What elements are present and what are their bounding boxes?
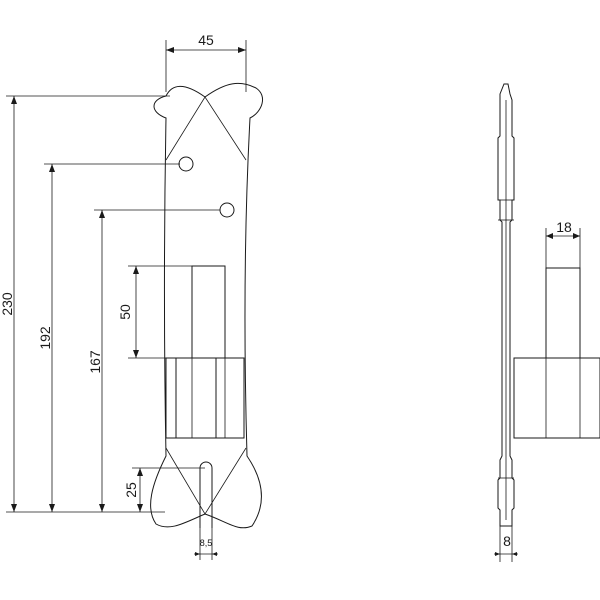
- dim-label-85: 8,5: [200, 538, 213, 548]
- arrow-45-left: [166, 47, 174, 53]
- side-upper-block: [545, 267, 581, 359]
- arrow-85-right: [212, 552, 217, 556]
- arrow-167-bottom: [99, 504, 105, 512]
- dim-label-230: 230: [0, 292, 15, 316]
- arrow-25-top: [137, 468, 143, 476]
- dim-label-8: 8: [503, 533, 511, 549]
- upper-rectangle: [191, 265, 226, 359]
- top-v-line: [165, 96, 247, 161]
- lower-block-inner: [175, 357, 217, 439]
- plate-outline: [150, 82, 264, 529]
- arrow-230-bottom: [11, 504, 17, 512]
- arrow-50-top: [133, 266, 139, 274]
- arrow-85-left: [195, 552, 200, 556]
- lower-slot: [199, 461, 213, 528]
- arrow-18-left: [546, 233, 553, 239]
- arrow-230-top: [11, 96, 17, 104]
- upper-hole: [178, 156, 194, 172]
- arrow-192-top: [49, 164, 55, 172]
- dim-label-50: 50: [117, 304, 133, 320]
- dim-label-167: 167: [87, 350, 103, 374]
- lower-block-outer: [165, 357, 245, 439]
- dim-label-45: 45: [198, 32, 214, 48]
- side-view: 18 8: [494, 83, 600, 562]
- arrow-8-left: [495, 552, 500, 556]
- dim-label-192: 192: [37, 326, 53, 350]
- bottom-v-line: [165, 447, 247, 515]
- middle-hole: [219, 202, 235, 218]
- front-view: 45 230 192 167 50 25: [0, 32, 264, 560]
- arrow-45-right: [238, 47, 246, 53]
- arrow-18-right: [573, 233, 580, 239]
- arrow-25-bottom: [137, 504, 143, 512]
- arrow-167-top: [99, 210, 105, 218]
- side-lower-block: [513, 357, 600, 439]
- arrow-50-bottom: [133, 350, 139, 358]
- arrow-192-bottom: [49, 504, 55, 512]
- arrow-8-right: [512, 552, 517, 556]
- dim-label-18: 18: [556, 219, 572, 235]
- dim-label-25: 25: [123, 482, 139, 498]
